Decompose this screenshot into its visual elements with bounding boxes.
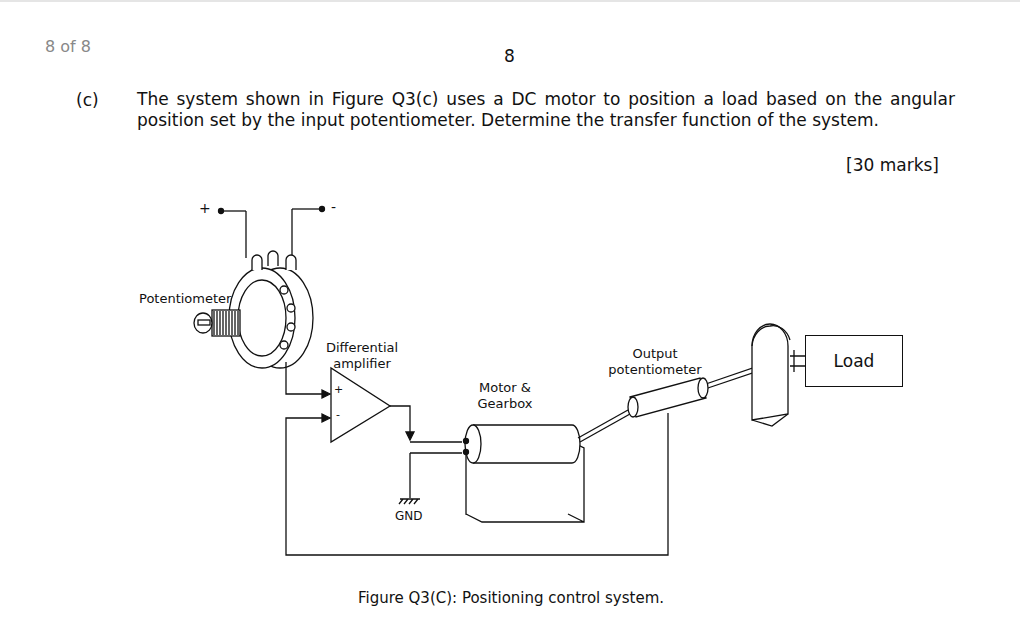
part-label: Motor & Gearbox — [468, 380, 542, 411]
motor-gearbox — [464, 425, 585, 522]
terminal-sign: - — [331, 199, 336, 216]
arrowhead — [406, 432, 414, 440]
wire — [286, 362, 326, 394]
wire — [292, 208, 322, 209]
wire — [410, 453, 462, 498]
ground-symbol — [399, 499, 420, 504]
load-box: Load — [805, 335, 903, 387]
part-letter: (c) — [76, 90, 99, 110]
wire — [221, 210, 246, 211]
input-sign: - — [336, 408, 340, 421]
page-count: 8 of 8 — [45, 37, 91, 56]
load-coupling — [752, 414, 788, 426]
knurl-stroke — [225, 311, 226, 335]
shaft — [580, 414, 630, 442]
knurl-stroke — [234, 311, 235, 335]
marks: [30 marks] — [846, 155, 939, 175]
input-sign: + — [334, 383, 343, 396]
knurl-stroke — [228, 311, 229, 335]
wire — [245, 211, 246, 258]
load-coupling — [752, 324, 788, 420]
shaft — [578, 410, 628, 438]
wire — [410, 441, 462, 442]
terminal-sign: + — [199, 200, 211, 217]
output-potentiometer — [628, 378, 708, 417]
knurl-stroke — [219, 311, 220, 335]
knurl-stroke — [237, 311, 238, 335]
arrowhead — [322, 414, 330, 422]
knurl-stroke — [222, 311, 223, 335]
knurl-stroke — [231, 311, 232, 335]
part-label: Potentiometer — [139, 291, 231, 307]
knurl-stroke — [213, 311, 214, 335]
amplifier-symbol — [331, 368, 390, 442]
load-link — [790, 350, 806, 372]
page-edge — [0, 0, 1020, 1]
wire — [291, 209, 292, 262]
input-potentiometer — [194, 251, 313, 368]
page-number: 8 — [504, 46, 515, 66]
figure-caption: Figure Q3(C): Positioning control system… — [358, 589, 664, 607]
part-label: Output potentiometer — [598, 346, 712, 377]
arrowhead — [322, 390, 330, 398]
question-text: The system shown in Figure Q3(c) uses a … — [137, 89, 955, 132]
knurl-stroke — [216, 311, 217, 335]
part-label: Differential amplifier — [320, 340, 404, 371]
load-coupling — [752, 326, 790, 346]
node-text: Load — [834, 351, 875, 371]
ground-label: GND — [395, 509, 423, 523]
